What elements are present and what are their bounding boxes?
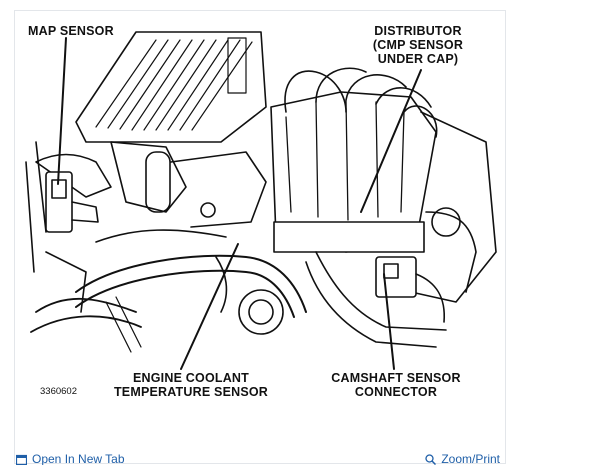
distributor-label: DISTRIBUTOR (CMP SENSOR UNDER CAP) — [349, 24, 487, 66]
engine-diagram: MAP SENSOR DISTRIBUTOR (CMP SENSOR UNDER… — [16, 12, 504, 420]
open-in-new-tab-label: Open In New Tab — [32, 452, 125, 465]
distributor-label-line-3: UNDER CAP) — [377, 52, 459, 66]
ect-label-line-2: TEMPERATURE SENSOR — [113, 385, 269, 399]
window-icon — [16, 454, 27, 465]
cam-label-line-2: CONNECTOR — [354, 385, 438, 399]
ect-label-line-1: ENGINE COOLANT — [133, 371, 249, 385]
zoom-print-label: Zoom/Print — [441, 452, 500, 465]
distributor-label-line-2: (CMP SENSOR — [372, 38, 464, 52]
distributor-label-line-1: DISTRIBUTOR — [374, 24, 462, 38]
open-in-new-tab-link[interactable]: Open In New Tab — [16, 452, 125, 465]
cam-label-line-1: CAMSHAFT SENSOR — [331, 371, 461, 385]
figure-id: 3360602 — [40, 386, 77, 397]
map-sensor-label: MAP SENSOR — [28, 24, 114, 38]
magnifier-icon — [425, 453, 437, 465]
engine-line-drawing — [25, 31, 497, 370]
image-actions-bar: Open In New Tab Zoom/Print — [16, 446, 504, 465]
zoom-print-link[interactable]: Zoom/Print — [425, 452, 500, 465]
camshaft-connector-label: CAMSHAFT SENSOR CONNECTOR — [316, 371, 476, 399]
ect-sensor-label: ENGINE COOLANT TEMPERATURE SENSOR — [96, 371, 286, 399]
